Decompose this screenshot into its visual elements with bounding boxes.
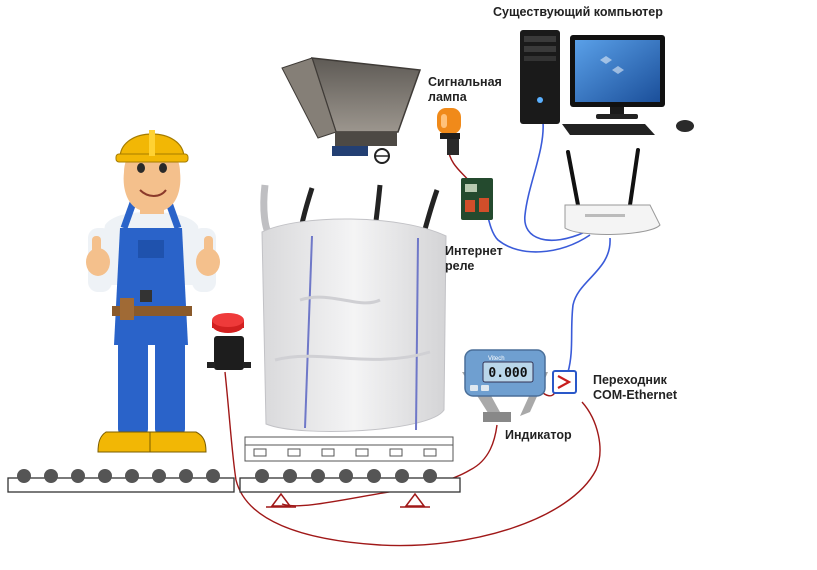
mouse <box>676 120 694 132</box>
cable-router-to-adapter <box>567 237 611 373</box>
com-ethernet-adapter <box>552 370 577 394</box>
load-cells <box>266 492 430 508</box>
label-indicator: Индикатор <box>505 428 572 442</box>
cable-button-to-relay <box>224 371 601 547</box>
label-computer: Существующий компьютер <box>493 5 663 19</box>
emergency-stop-button <box>207 313 251 370</box>
roller-conveyor-scale <box>239 469 461 493</box>
label-adapter-line1: Переходник <box>593 373 667 387</box>
internet-relay <box>461 178 493 220</box>
computer-group <box>520 30 694 135</box>
indicator-display: 0.000 <box>488 366 527 381</box>
roller-conveyor-left <box>7 469 235 493</box>
router <box>564 148 661 235</box>
cable-pc-to-router <box>524 121 586 241</box>
pallet <box>244 436 454 462</box>
ethernet-cables <box>484 121 611 373</box>
worker <box>86 130 220 453</box>
label-internet-relay-line2: реле <box>445 259 475 273</box>
indicator-brand: Vitech <box>488 356 505 362</box>
load-cell-left <box>270 492 292 507</box>
weight-indicator: Vitech 0.000 <box>462 349 548 422</box>
pc-tower <box>520 30 560 124</box>
label-signal-lamp-line1: Сигнальная <box>428 75 502 89</box>
label-signal-lamp-line2: лампа <box>428 90 467 104</box>
label-internet-relay-line1: Интернет <box>445 244 503 258</box>
keyboard <box>562 124 655 135</box>
big-bag <box>260 184 447 433</box>
label-adapter-line2: COM-Ethernet <box>593 388 678 402</box>
signal-lamp <box>437 108 461 155</box>
load-cell-right <box>404 492 426 507</box>
hopper <box>281 57 422 164</box>
monitor <box>570 35 665 119</box>
